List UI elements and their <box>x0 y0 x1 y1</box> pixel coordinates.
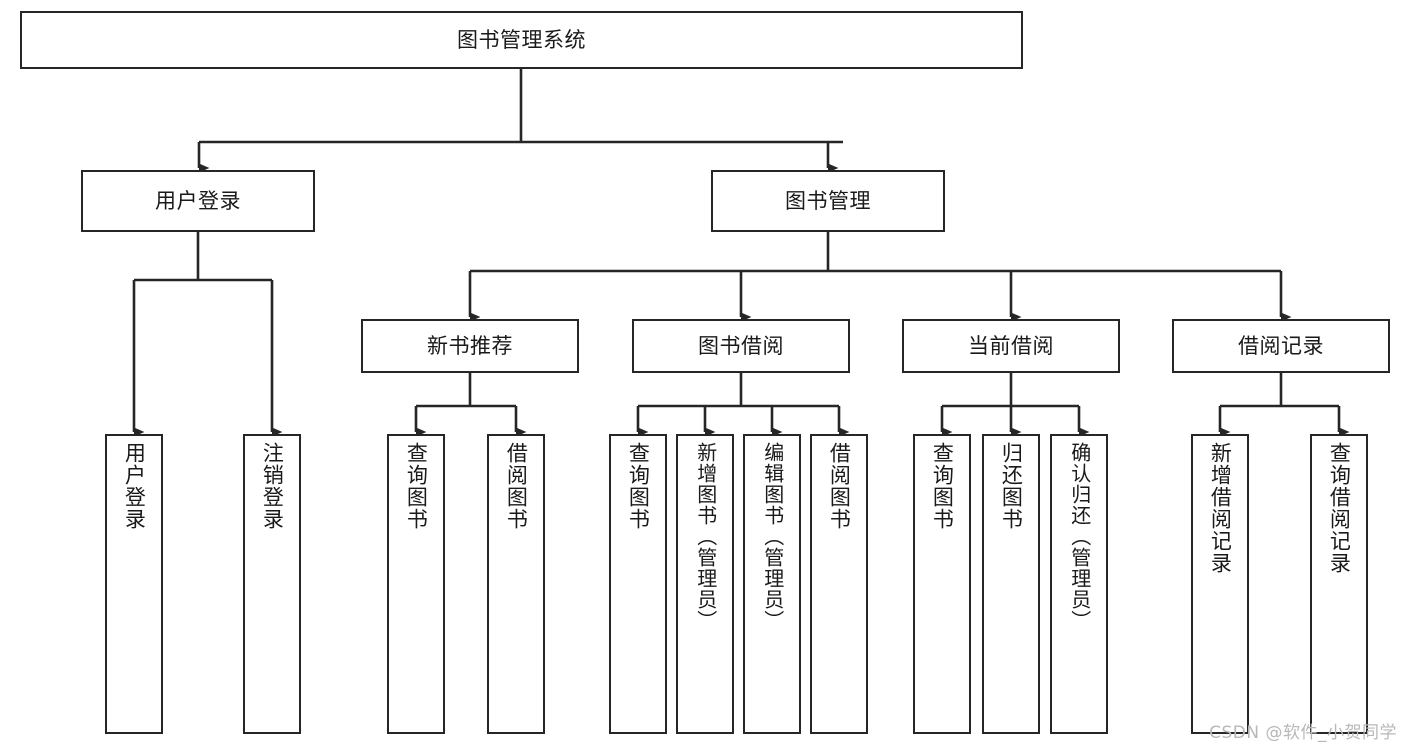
node-leaf-borrow-book-label: 借阅图书 <box>827 442 852 530</box>
node-user-login[interactable]: 用户登录 <box>81 170 315 232</box>
node-leaf-return-book-label: 归还图书 <box>999 442 1024 530</box>
node-leaf-confirm-return[interactable]: 确认归还（管理员） <box>1050 434 1108 734</box>
node-leaf-query-book-cur-label: 查询图书 <box>930 442 955 530</box>
node-leaf-query-book-borrow-label: 查询图书 <box>626 442 651 530</box>
node-leaf-return-book[interactable]: 归还图书 <box>982 434 1040 734</box>
node-new-book-recommend[interactable]: 新书推荐 <box>361 319 579 373</box>
node-leaf-user-logout[interactable]: 注销登录 <box>243 434 301 734</box>
node-leaf-query-book-rec-label: 查询图书 <box>404 442 429 530</box>
node-leaf-edit-book-label: 编辑图书（管理员） <box>760 442 785 631</box>
node-leaf-confirm-return-label: 确认归还（管理员） <box>1067 442 1092 631</box>
node-leaf-query-book-rec[interactable]: 查询图书 <box>387 434 445 734</box>
node-book-borrow[interactable]: 图书借阅 <box>632 319 850 373</box>
node-leaf-query-book-borrow[interactable]: 查询图书 <box>609 434 667 734</box>
node-new-book-recommend-label: 新书推荐 <box>427 333 513 358</box>
node-book-manage-label: 图书管理 <box>785 188 871 213</box>
node-borrow-record-label: 借阅记录 <box>1238 333 1324 358</box>
node-leaf-add-record-label: 新增借阅记录 <box>1208 442 1233 574</box>
node-leaf-add-record[interactable]: 新增借阅记录 <box>1191 434 1249 734</box>
node-leaf-query-record[interactable]: 查询借阅记录 <box>1310 434 1368 734</box>
node-root-label: 图书管理系统 <box>457 27 586 52</box>
node-leaf-add-book-label: 新增图书（管理员） <box>693 442 718 631</box>
node-leaf-edit-book[interactable]: 编辑图书（管理员） <box>743 434 801 734</box>
node-borrow-record[interactable]: 借阅记录 <box>1172 319 1390 373</box>
node-book-manage[interactable]: 图书管理 <box>711 170 945 232</box>
node-leaf-query-record-label: 查询借阅记录 <box>1327 442 1352 574</box>
node-current-borrow-label: 当前借阅 <box>968 333 1054 358</box>
node-leaf-borrow-book-rec-label: 借阅图书 <box>504 442 529 530</box>
node-user-login-label: 用户登录 <box>155 188 241 213</box>
node-book-borrow-label: 图书借阅 <box>698 333 784 358</box>
node-leaf-add-book[interactable]: 新增图书（管理员） <box>676 434 734 734</box>
node-root[interactable]: 图书管理系统 <box>20 11 1023 69</box>
node-leaf-user-logout-label: 注销登录 <box>260 442 285 530</box>
node-leaf-user-login[interactable]: 用户登录 <box>105 434 163 734</box>
node-current-borrow[interactable]: 当前借阅 <box>902 319 1120 373</box>
node-leaf-query-book-cur[interactable]: 查询图书 <box>913 434 971 734</box>
node-leaf-borrow-book-rec[interactable]: 借阅图书 <box>487 434 545 734</box>
node-leaf-borrow-book[interactable]: 借阅图书 <box>810 434 868 734</box>
node-leaf-user-login-label: 用户登录 <box>122 442 147 530</box>
